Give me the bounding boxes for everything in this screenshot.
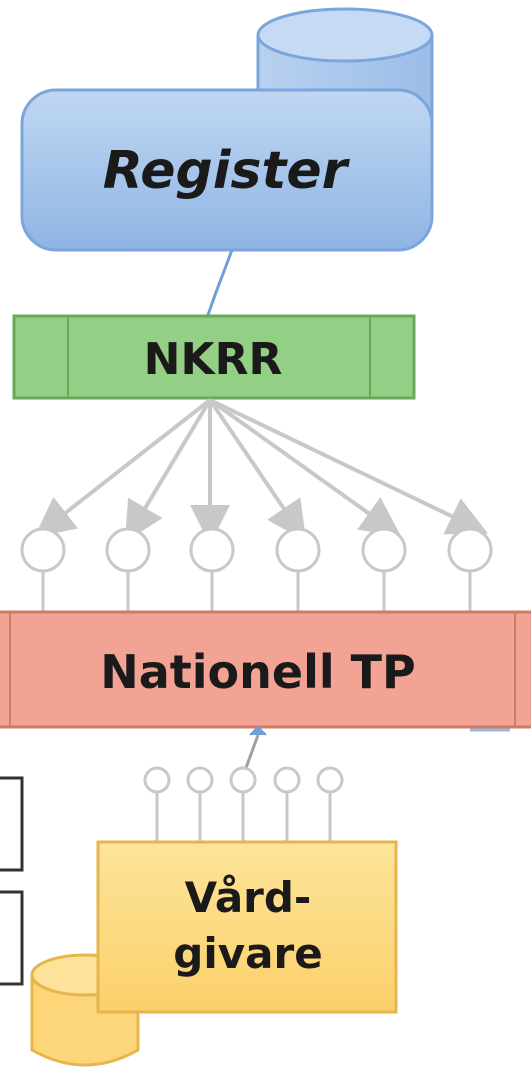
service-port-circle-icon	[20, 527, 66, 612]
vardgivare-label-line2: givare	[173, 929, 322, 978]
vardgivare-node: Vård- givare	[96, 840, 398, 1014]
nkrr-node: NKRR	[12, 314, 416, 400]
register-nkrr-connector	[206, 249, 234, 316]
truncated-box-top	[0, 776, 24, 872]
service-port-circle-icon	[105, 527, 151, 612]
tp-service-ports	[20, 527, 493, 612]
service-port-circle-icon	[273, 766, 301, 842]
service-port-circle-icon	[316, 766, 344, 842]
arrow-down-icon	[34, 398, 212, 538]
vardgivare-service-ports	[143, 766, 344, 842]
service-port-circle-icon	[229, 766, 257, 842]
service-port-circle-icon	[189, 527, 235, 612]
service-port-circle-icon	[361, 527, 407, 612]
service-port-circle-icon	[186, 766, 214, 842]
nationell-tp-node: Nationell TP	[0, 610, 531, 729]
nkrr-fanout-arrows	[34, 398, 489, 545]
service-port-circle-icon	[143, 766, 171, 842]
register-node: Register	[20, 88, 434, 252]
arrow-down-icon	[209, 398, 489, 535]
nationell-tp-label: Nationell TP	[100, 645, 416, 699]
vardgivare-label-line1: Vård-	[185, 873, 312, 922]
register-label: Register	[103, 141, 351, 201]
tp-connector-mark	[249, 725, 267, 736]
truncated-box-bottom	[0, 890, 24, 986]
service-port-circle-icon	[447, 527, 493, 612]
arrow-down-icon	[124, 398, 212, 543]
arrow-down-icon	[208, 398, 307, 542]
arrow-down-icon	[208, 398, 402, 537]
nkrr-label: NKRR	[144, 334, 283, 385]
service-port-circle-icon	[275, 527, 321, 612]
